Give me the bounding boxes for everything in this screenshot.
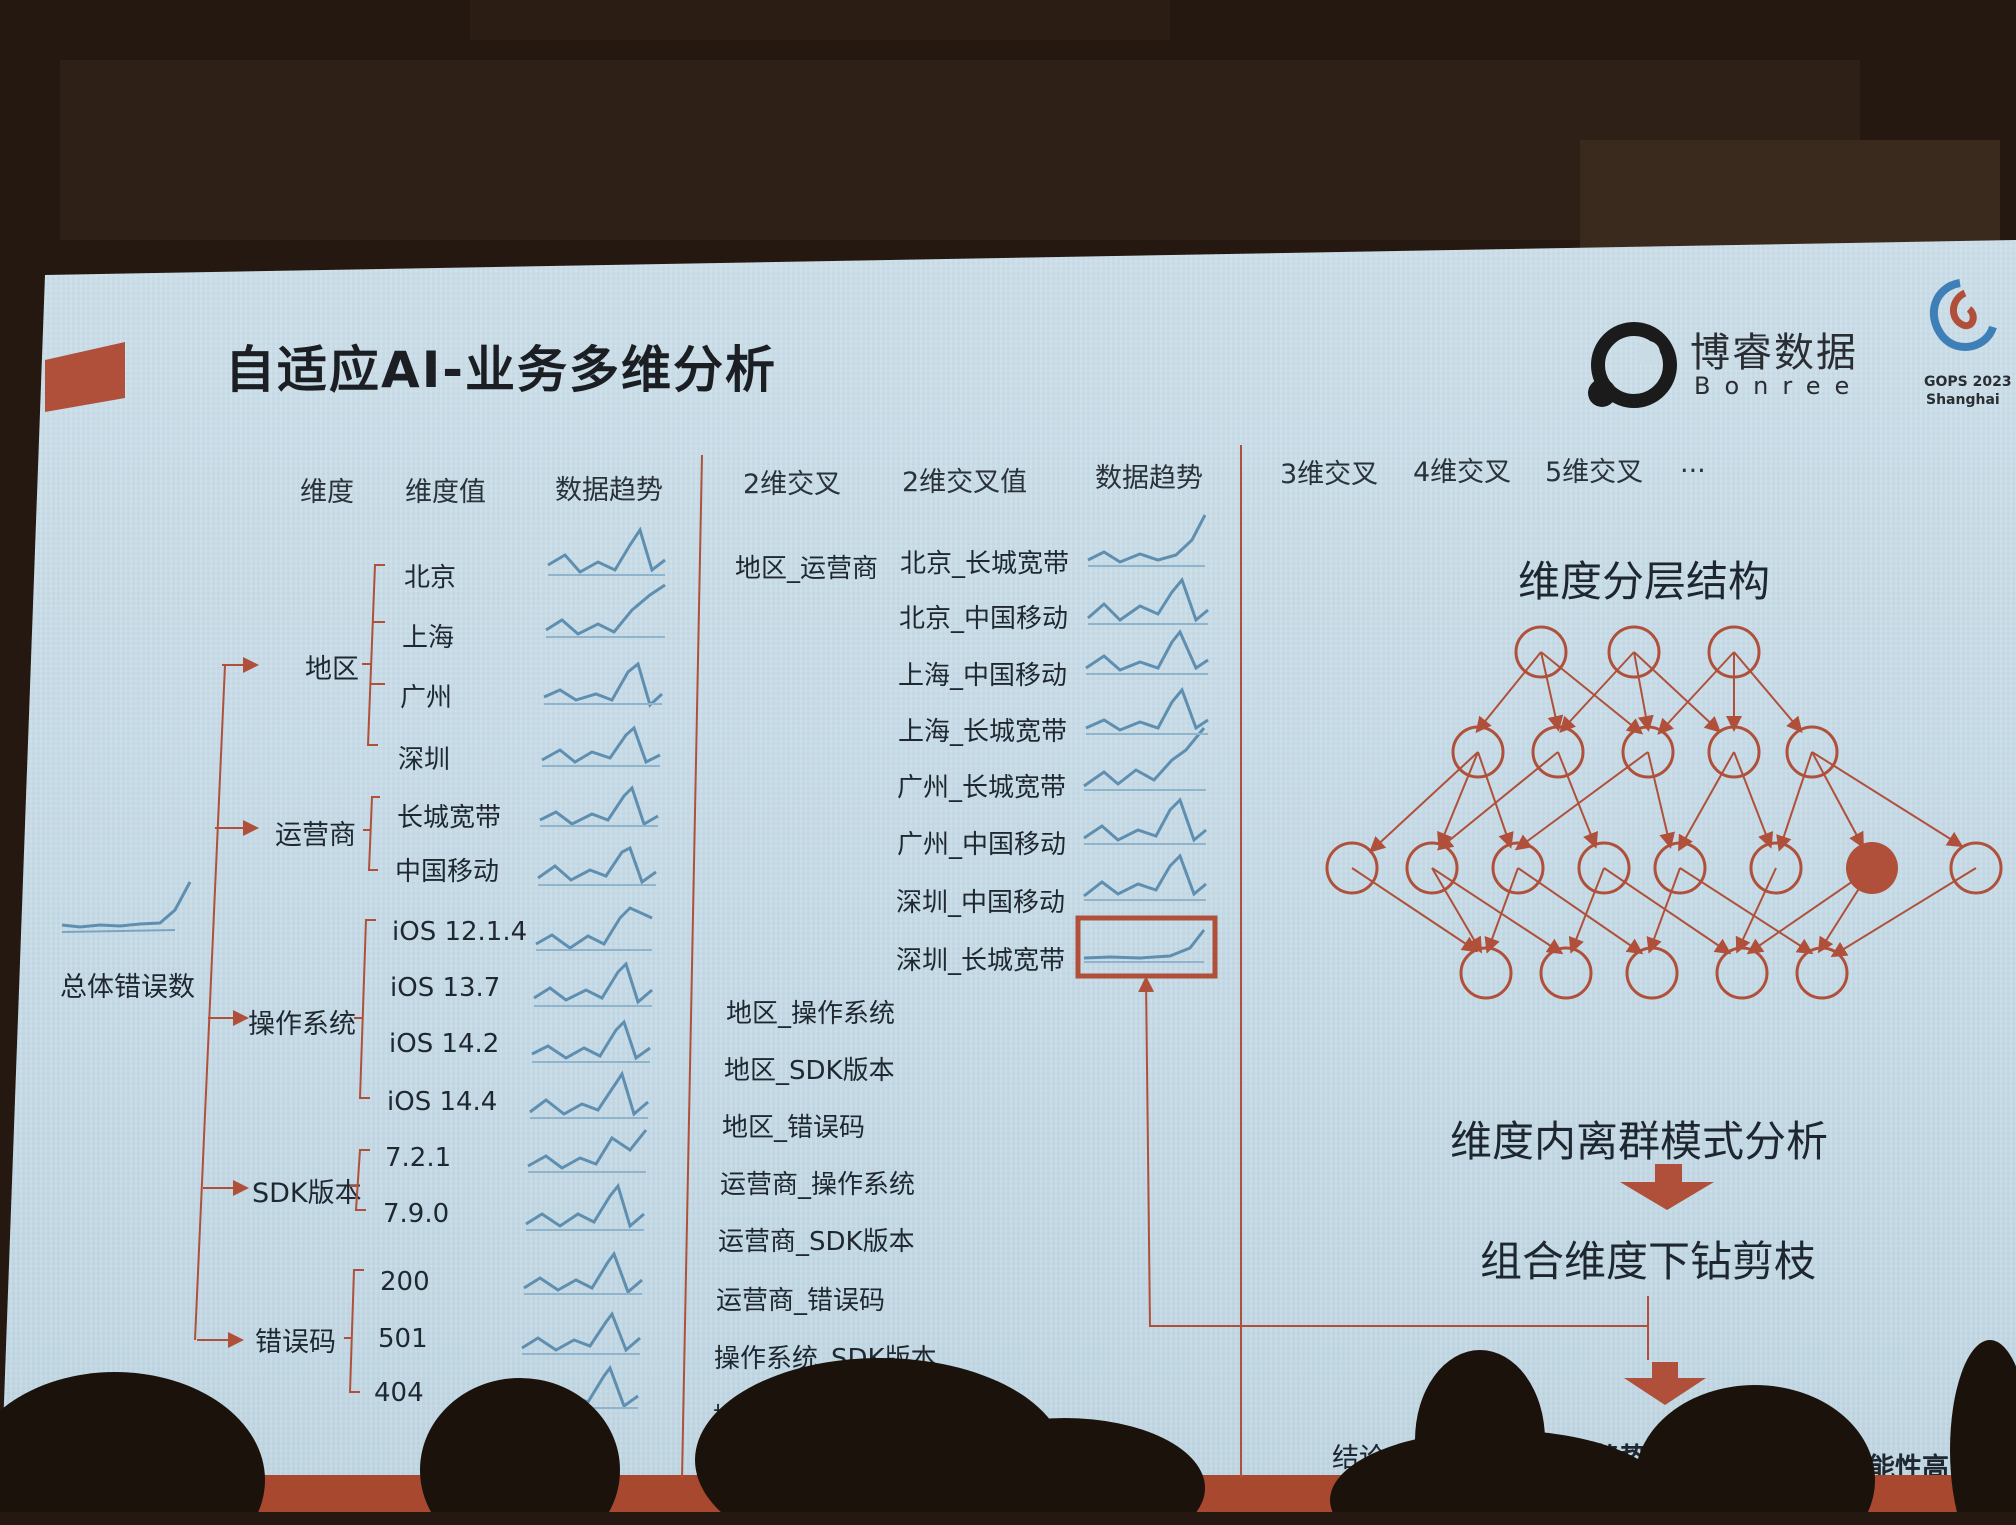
- value-ios-13-7: iOS 13.7: [390, 973, 501, 1003]
- tab-4d-cross: 4维交叉: [1413, 457, 1512, 488]
- pair-value-5: 广州_长城宽带: [897, 773, 1067, 803]
- pair-os-error: 操作系统_错误: [713, 1403, 883, 1433]
- pair-carrier-error-code: 运营商_错误码: [716, 1286, 886, 1316]
- dimension-os: 操作系统: [248, 1009, 356, 1040]
- value-code-501: 501: [378, 1324, 428, 1354]
- value-code-404: 404: [374, 1378, 424, 1408]
- pair-carrier-sdk: 运营商_SDK版本: [718, 1227, 915, 1257]
- pair-os-sdk: 操作系统_SDK版本: [714, 1344, 937, 1374]
- root-total-errors: 总体错误数: [60, 972, 195, 1003]
- dimension-sdk: SDK版本: [252, 1178, 362, 1209]
- pair-sdk: SDK版本: [712, 1463, 818, 1493]
- conclusion-middle: 带趋势变: [1566, 1443, 1674, 1474]
- value-ios-14-4: iOS 14.4: [387, 1087, 498, 1117]
- value-guangzhou: 广州: [400, 683, 453, 713]
- pair-region-os: 地区_操作系统: [726, 999, 896, 1029]
- value-code-200: 200: [380, 1267, 430, 1297]
- pair-value-4: 上海_长城宽带: [898, 717, 1068, 747]
- col2-header-cross: 2维交叉: [743, 469, 842, 500]
- bonree-logo-icon: [1588, 322, 1677, 408]
- value-shanghai: 上海: [402, 623, 455, 653]
- value-sdk-7-9-0: 7.9.0: [383, 1199, 450, 1229]
- pair-value-6: 广州_中国移动: [897, 830, 1067, 860]
- gops-logo-icon: [1930, 279, 1997, 351]
- dimension-region: 地区: [305, 654, 359, 685]
- footer-fragment: 维大会 20: [245, 1494, 365, 1524]
- event-name: GOPS 2023: [1924, 374, 2012, 390]
- col1-header-dimension: 维度: [300, 477, 354, 508]
- col1-header-trend: 数据趋势: [555, 475, 663, 506]
- pair-carrier-os: 运营商_操作系统: [720, 1170, 916, 1200]
- step-outlier-analysis: 维度内离群模式分析: [1450, 1117, 1829, 1166]
- brand-name-en: Bonree: [1694, 372, 1864, 400]
- pair-value-8: 深圳_长城宽带: [896, 946, 1066, 976]
- hierarchy-title: 维度分层结构: [1518, 557, 1771, 606]
- value-china-mobile: 中国移动: [395, 857, 500, 887]
- pair-value-3: 上海_中国移动: [898, 661, 1068, 691]
- conclusion-end: 能性高: [1868, 1453, 1949, 1484]
- value-sdk-7-2-1: 7.2.1: [385, 1143, 452, 1173]
- pair-value-1: 北京_长城宽带: [900, 549, 1070, 579]
- value-ios-12-1-4: iOS 12.1.4: [392, 917, 528, 947]
- col2-header-trend: 数据趋势: [1095, 463, 1203, 494]
- pair-value-2: 北京_中国移动: [899, 604, 1069, 634]
- tab-5d-cross: 5维交叉: [1545, 457, 1644, 488]
- pair-value-7: 深圳_中国移动: [896, 888, 1066, 918]
- value-shenzhen: 深圳: [398, 745, 451, 775]
- step-drilldown-pruning: 组合维度下钻剪枝: [1480, 1237, 1817, 1286]
- pair-region-carrier: 地区_运营商: [735, 554, 879, 584]
- tab-3d-cross: 3维交叉: [1280, 459, 1379, 490]
- value-great-wall-broadband: 长城宽带: [397, 803, 502, 833]
- brand-name-cn: 博睿数据: [1690, 330, 1858, 376]
- slide-title: 自适应AI-业务多维分析: [225, 341, 778, 399]
- tab-more: ...: [1680, 448, 1706, 479]
- value-ios-14-2: iOS 14.2: [389, 1029, 500, 1059]
- col1-header-value: 维度值: [405, 477, 486, 508]
- event-city: Shanghai: [1926, 392, 2000, 408]
- pair-region-error-code: 地区_错误码: [722, 1113, 866, 1143]
- dimension-error-code: 错误码: [255, 1327, 336, 1358]
- dimension-carrier: 运营商: [275, 820, 356, 851]
- conclusion-label: 结论：深: [1332, 1443, 1440, 1474]
- title-accent-bar: [45, 342, 125, 412]
- col2-header-value: 2维交叉值: [902, 467, 1028, 498]
- pair-region-sdk: 地区_SDK版本: [724, 1056, 895, 1086]
- value-beijing: 北京: [404, 563, 457, 593]
